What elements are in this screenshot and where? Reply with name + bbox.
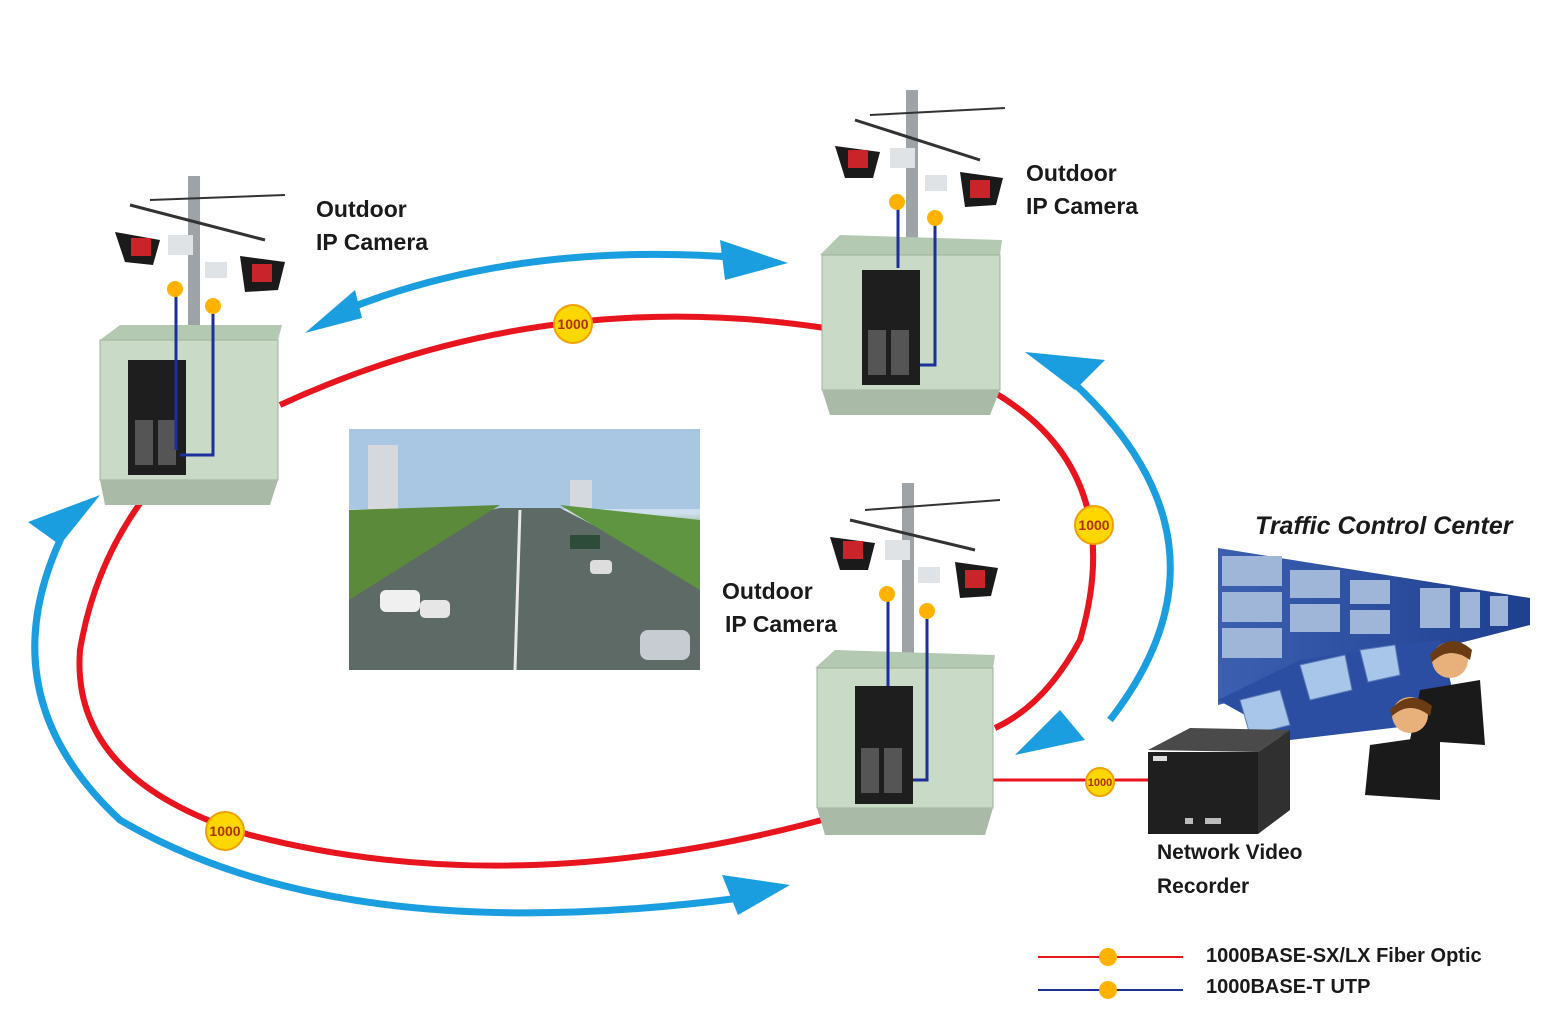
- utp-badge: [927, 210, 943, 226]
- utp-badge: [205, 298, 221, 314]
- legend: [1038, 948, 1183, 999]
- link-badges: 1000 1000 1000 1000: [205, 304, 1115, 851]
- legend-fiber-label: 1000BASE-SX/LX Fiber Optic: [1206, 945, 1482, 967]
- nvr-label-line1: Network Video: [1157, 841, 1303, 864]
- legend-utp-label: 1000BASE-T UTP: [1206, 976, 1371, 998]
- arrowhead-top-left: [305, 290, 362, 333]
- arrowhead-top-right: [720, 240, 788, 280]
- camera-label-line1: Outdoor: [1026, 160, 1117, 186]
- arrowhead-left-up: [28, 495, 100, 545]
- nvr-device-icon: [1148, 728, 1290, 834]
- pole: [849, 483, 1001, 663]
- dome-camera-icon: [168, 235, 193, 255]
- dome-camera-icon: [885, 540, 910, 560]
- dome-camera-icon: [205, 262, 227, 278]
- badge-label: 1000: [1088, 777, 1112, 789]
- utp-badge: [919, 603, 935, 619]
- camera-label-line1: Outdoor: [316, 196, 407, 222]
- control-center-illustration: [1218, 548, 1530, 800]
- cabinet-bottom: [815, 483, 1001, 835]
- badge-nvr: 1000: [1085, 767, 1115, 797]
- arrow-top-path: [343, 250, 746, 314]
- operator-icon: [1410, 641, 1485, 745]
- fiber-link-bottom: [76, 488, 841, 869]
- badge-right: 1000: [1074, 505, 1114, 545]
- utp-badge: [167, 281, 183, 297]
- dome-camera-icon: [918, 567, 940, 583]
- camera-icon: [960, 172, 1003, 207]
- pole: [129, 176, 286, 326]
- camera-label-left: Outdoor IP Camera: [316, 198, 428, 264]
- fiber-link-right: [988, 387, 1097, 731]
- legend-fiber-swatch: [1038, 948, 1183, 966]
- legend-utp-swatch: [1038, 981, 1183, 999]
- dome-camera-icon: [890, 148, 915, 168]
- badge-top: 1000: [553, 304, 593, 344]
- camera-label-top-right: Outdoor IP Camera: [1026, 162, 1138, 228]
- cabinet-top-right: [820, 90, 1006, 415]
- utp-badge: [889, 194, 905, 210]
- arrowhead-bottom-right: [722, 875, 790, 915]
- camera-icon: [240, 256, 285, 292]
- badge-label: 1000: [209, 823, 240, 839]
- fiber-link-top: [278, 313, 826, 408]
- arrowhead-right-up: [1025, 352, 1105, 390]
- direction-arrows: [31, 250, 1174, 917]
- industrial-switch-icon: [855, 686, 913, 804]
- nvr-label: Network Video Recorder: [1157, 836, 1302, 904]
- nvr-label-line2: Recorder: [1157, 875, 1250, 898]
- camera-icon: [115, 232, 160, 265]
- cabinet-left: [99, 176, 286, 505]
- badge-label: 1000: [1078, 517, 1109, 533]
- industrial-switch-icon: [862, 270, 920, 385]
- arrow-bottom-path: [31, 518, 741, 917]
- badge-label: 1000: [557, 316, 588, 332]
- camera-label-bottom: Outdoor IP Camera: [722, 580, 837, 646]
- camera-label-line2: IP Camera: [725, 611, 838, 637]
- camera-label-line2: IP Camera: [316, 229, 429, 255]
- camera-label-line1: Outdoor: [722, 578, 813, 604]
- arrowhead-right-down: [1015, 710, 1085, 755]
- camera-icon: [955, 562, 998, 598]
- utp-badge: [879, 586, 895, 602]
- camera-icon: [830, 537, 875, 570]
- operator-icon: [1365, 697, 1440, 800]
- road-photo: [349, 429, 700, 671]
- camera-icon: [835, 146, 880, 178]
- camera-label-line2: IP Camera: [1026, 193, 1139, 219]
- dome-camera-icon: [925, 175, 947, 191]
- arrow-right-path: [1062, 372, 1174, 723]
- control-center-title: Traffic Control Center: [1255, 512, 1513, 540]
- badge-bottom: 1000: [205, 811, 245, 851]
